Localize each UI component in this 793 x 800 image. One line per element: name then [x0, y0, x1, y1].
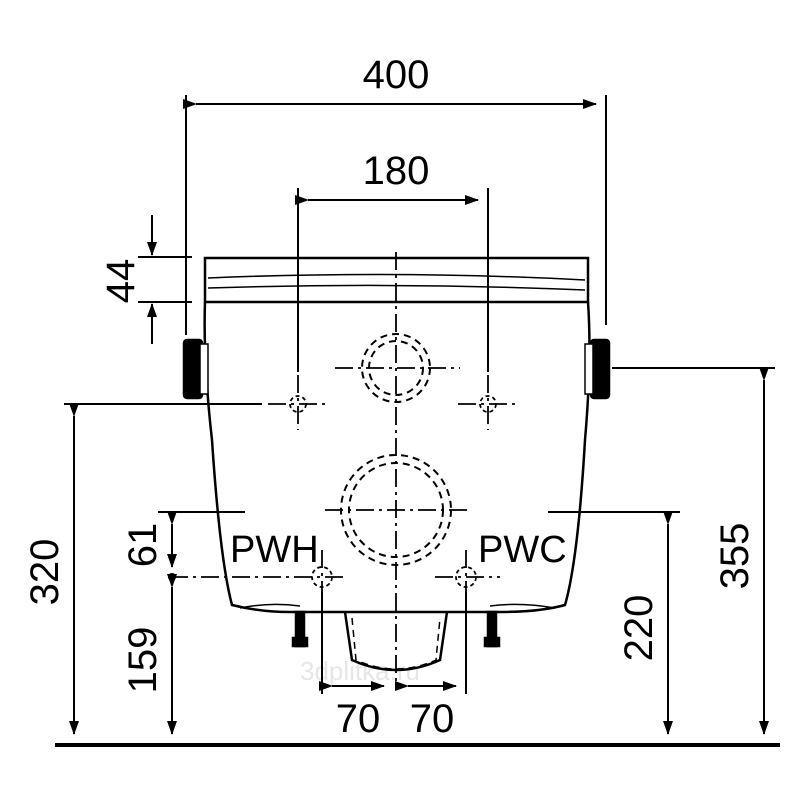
dimension-lines — [64, 95, 775, 735]
dim-height-right: 355 — [713, 523, 757, 590]
toilet-outline — [182, 256, 611, 672]
dim-height-mid: 220 — [617, 595, 661, 662]
dim-half-right: 70 — [410, 697, 455, 741]
fixing-holes — [289, 395, 497, 588]
dim-half-left: 70 — [336, 697, 381, 741]
dim-supply-height: 159 — [121, 627, 165, 694]
dimension-dot — [168, 573, 176, 581]
centre-lines — [170, 252, 520, 690]
dim-pwh-offset: 61 — [121, 523, 165, 568]
dim-overall-width: 400 — [363, 53, 430, 97]
label-pwc: PWC — [478, 529, 567, 571]
label-pwh: PWH — [230, 529, 319, 571]
dim-seat-thickness: 44 — [99, 259, 143, 304]
dim-inlet-spacing: 180 — [363, 149, 430, 193]
dim-height-left: 320 — [23, 539, 67, 606]
